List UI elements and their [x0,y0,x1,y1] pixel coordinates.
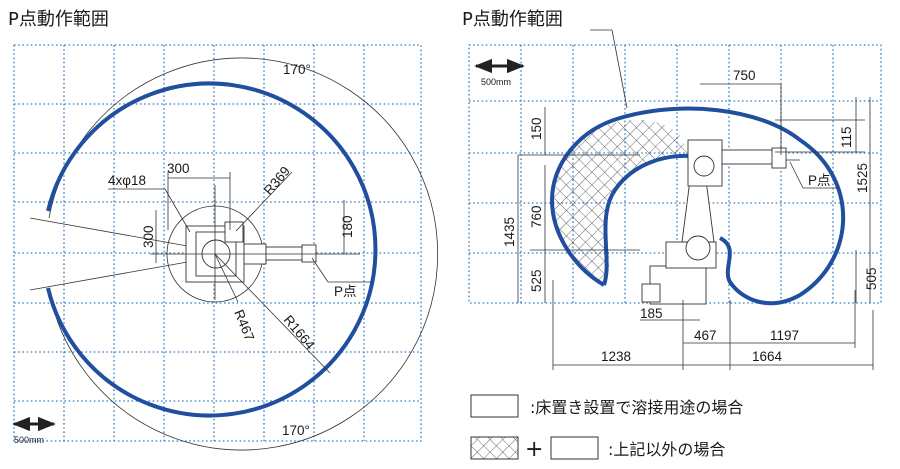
legend-plain-box-2 [550,436,599,460]
left-angle-arc [48,57,439,451]
legend-item1: :床置き設置で溶接用途の場合 [530,398,743,417]
right-dim-760: 760 [529,205,544,228]
left-angle-lower: 170° [282,423,310,438]
left-hole-label: 4xφ18 [108,173,146,188]
right-dim-1525: 1525 [855,163,870,193]
right-side-view: P点動作範囲 [462,9,882,370]
left-p-label: P点 [334,284,357,299]
left-r1664: R1664 [281,312,318,352]
right-title: P点動作範囲 [462,9,563,30]
right-scale-label: 500mm [481,77,511,87]
legend-plus: + [525,437,543,462]
right-dim-1435: 1435 [502,217,517,247]
right-dim-525: 525 [529,269,544,292]
right-dim-750: 750 [733,68,756,83]
left-scale-label: 500mm [14,435,44,445]
left-r467: R467 [231,308,257,344]
right-hatched-area [552,119,688,285]
right-dim-467: 467 [694,328,717,343]
right-dim-1664: 1664 [752,349,783,364]
right-range-inner [602,153,706,286]
left-title: P点動作範囲 [8,9,109,30]
left-r369: R369 [261,164,293,198]
legend: :床置き設置で溶接用途の場合 + :上記以外の場合 [470,394,743,462]
left-range-arc [46,81,378,418]
right-robot-sideview [641,139,800,305]
right-dim-1197: 1197 [770,328,799,343]
left-dim-300-side: 300 [141,225,156,248]
legend-hatched-box [470,436,519,460]
right-dim-505: 505 [864,267,879,290]
left-dim-300-top: 300 [167,161,190,176]
legend-item2: :上記以外の場合 [608,440,725,459]
right-dim-1238: 1238 [601,349,631,364]
left-angle-upper: 170° [283,62,311,77]
right-dim-185: 185 [640,306,663,321]
left-dim-180: 180 [340,215,355,238]
right-p-label: P点 [808,173,831,188]
right-dim-150: 150 [529,117,544,140]
left-robot-topview [185,221,317,283]
right-range-boundary [549,106,846,306]
legend-plain-box [470,394,519,418]
right-dim-115: 115 [839,126,854,148]
left-top-view: P点動作範囲 [8,9,439,451]
